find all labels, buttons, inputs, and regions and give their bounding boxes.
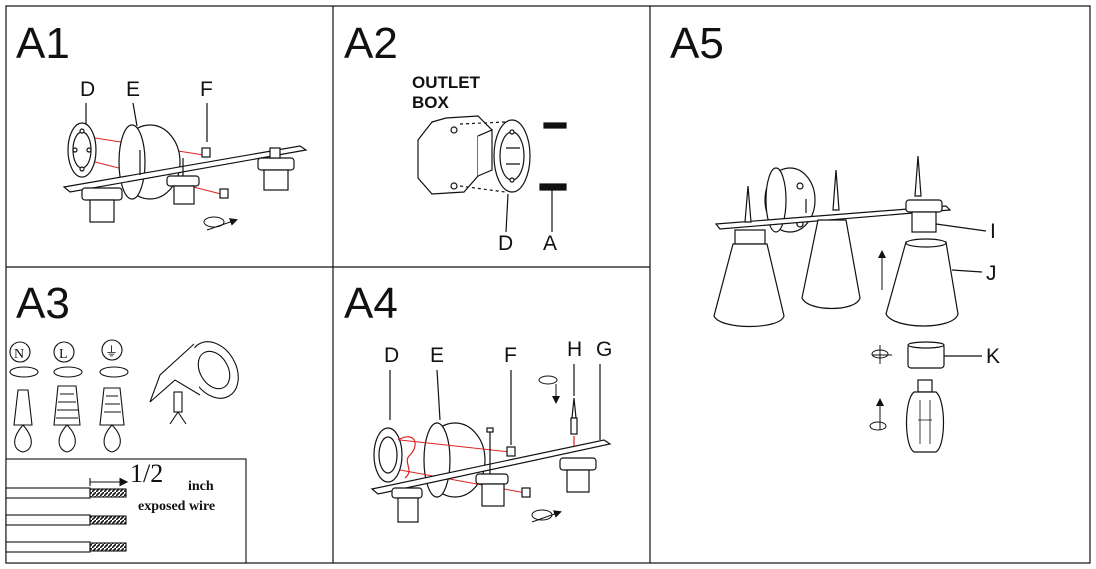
wire-connectors: [13, 385, 125, 453]
part-label-e-a4: E: [430, 344, 444, 367]
wire-strip-length: 1/2: [130, 459, 163, 488]
fixture-final: [713, 155, 987, 453]
ground-symbol: ⏚: [105, 344, 118, 359]
insulating-tape: [149, 341, 239, 425]
fixture-assembly-a1: [62, 102, 308, 223]
outlet-box-label-line2: BOX: [412, 93, 450, 112]
panel-a3: A3 N L ⏚: [5, 279, 247, 564]
panel-grid: [5, 5, 1091, 564]
outlet-box-drawing: [417, 115, 567, 233]
neutral-symbol: N: [14, 347, 24, 362]
panel-a2: A2 OUTLET BOX D A: [344, 19, 567, 255]
part-label-f: F: [200, 78, 213, 101]
install-arrows-icon: [869, 250, 892, 431]
part-label-d-a4: D: [384, 344, 399, 367]
live-symbol: L: [59, 347, 68, 362]
wire-strip-unit: inch: [188, 479, 214, 494]
part-label-j: J: [986, 262, 997, 285]
rotate-arrow-icon-a4: [531, 375, 562, 523]
step-label-a3: A3: [16, 279, 70, 328]
step-label-a2: A2: [344, 19, 398, 68]
panel-a5: A5 I J K: [670, 19, 1000, 453]
part-label-i: I: [990, 220, 996, 243]
part-label-d-a2: D: [498, 232, 513, 255]
rotate-arrow-icon: [203, 216, 238, 231]
wire-strip-guide: [5, 458, 247, 564]
part-label-e: E: [126, 78, 140, 101]
part-label-h: H: [567, 338, 582, 361]
wire-strip-caption: exposed wire: [138, 499, 215, 514]
part-label-k: K: [986, 345, 1000, 368]
panel-a1: A1 D E F: [16, 19, 308, 231]
step-label-a4: A4: [344, 279, 398, 328]
part-label-a: A: [543, 232, 557, 255]
part-label-d: D: [80, 78, 95, 101]
part-label-g: G: [596, 338, 612, 361]
outlet-box-label-line1: OUTLET: [412, 73, 481, 92]
panel-a4: A4 D E F H G: [344, 279, 612, 523]
step-label-a1: A1: [16, 19, 70, 68]
step-label-a5: A5: [670, 19, 724, 68]
fixture-assembly-a4: [370, 364, 612, 523]
wire-symbols: [9, 339, 129, 378]
part-label-f-a4: F: [504, 344, 517, 367]
